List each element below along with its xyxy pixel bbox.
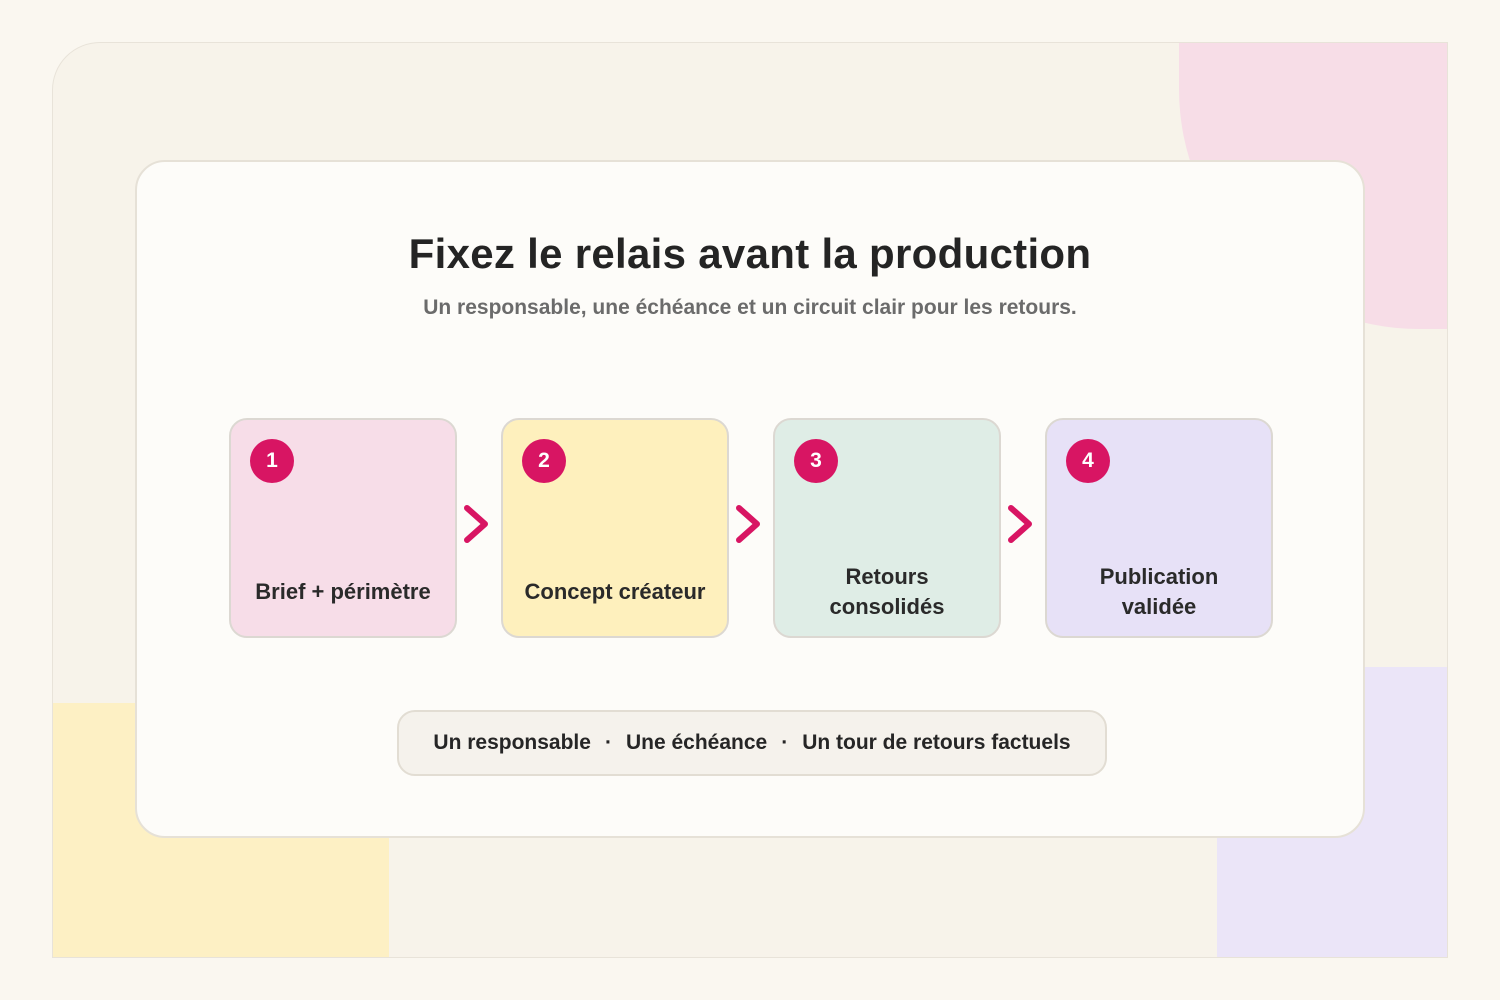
summary-item-owner: Un responsable <box>433 731 591 754</box>
separator-dot: · <box>604 731 612 754</box>
page-title: Fixez le relais avant la production <box>408 230 1092 277</box>
step-label: Retours consolidés <box>829 564 945 619</box>
step-number-badge: 3 <box>794 439 838 483</box>
summary-item-deadline: Une échéance <box>625 731 768 754</box>
step-card-2: 2 Concept créateur <box>501 418 729 638</box>
chevron-right-icon <box>736 505 760 543</box>
step-card-1: 1 Brief + périmètre <box>229 418 457 638</box>
main-card: Fixez le relais avant la production Un r… <box>135 160 1365 838</box>
separator-dot: · <box>781 731 789 754</box>
step-label: Concept créateur <box>524 579 706 604</box>
step-label: Publication validée <box>1099 564 1219 619</box>
chevron-right-icon <box>464 505 488 543</box>
summary-pill: Un responsable · Une échéance · Un tour … <box>397 710 1107 776</box>
step-label: Brief + périmètre <box>255 579 431 604</box>
page-subtitle: Un responsable, une échéance et un circu… <box>423 296 1077 319</box>
step-card-4: 4 Publication validée <box>1045 418 1273 638</box>
step-card-3: 3 Retours consolidés <box>773 418 1001 638</box>
step-number-badge: 1 <box>250 439 294 483</box>
summary-item-feedback: Un tour de retours factuels <box>802 731 1071 754</box>
step-number-badge: 4 <box>1066 439 1110 483</box>
chevron-right-icon <box>1008 505 1032 543</box>
step-number-badge: 2 <box>522 439 566 483</box>
